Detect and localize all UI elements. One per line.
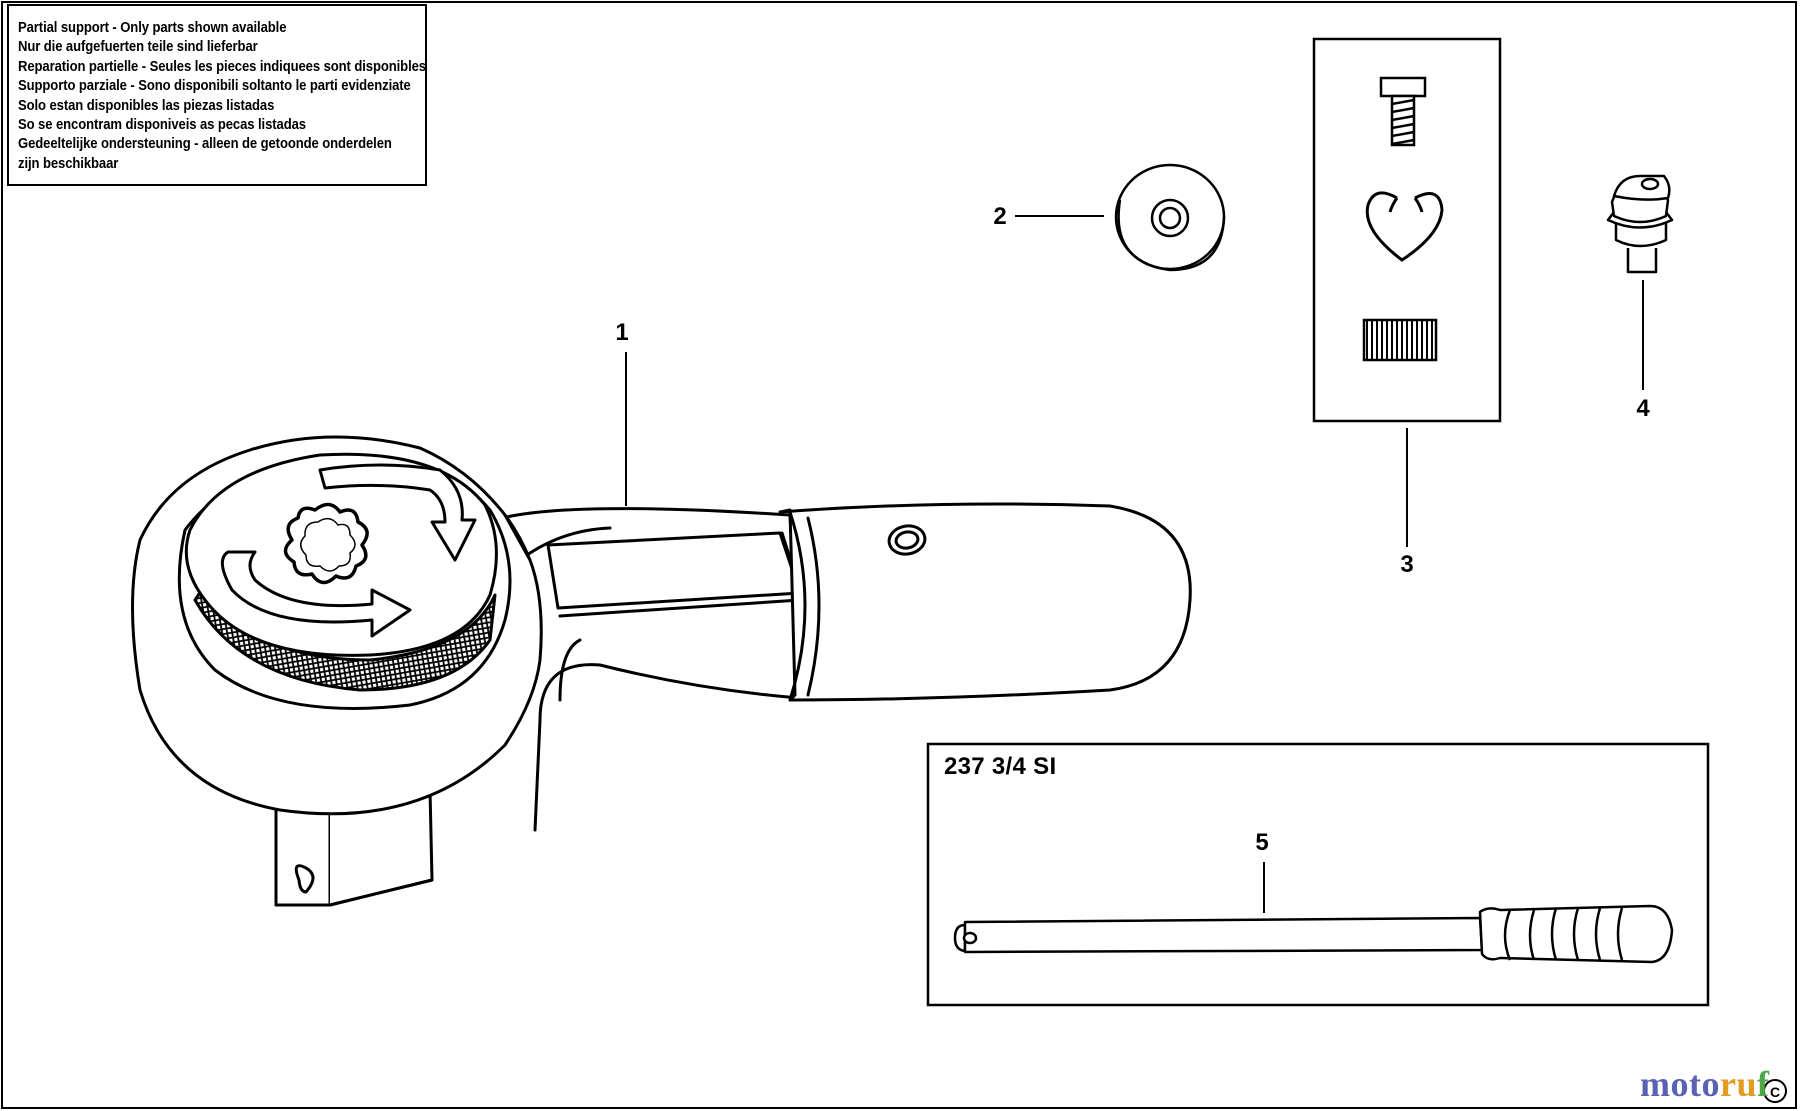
washer-icon [1114,163,1226,272]
accessory-box-title: 237 3/4 SI [944,753,1057,780]
watermark-part: ru [1719,1064,1757,1104]
spring-clip-icon [1365,191,1444,262]
notice-line: So se encontram disponiveis as pecas lis… [18,116,306,134]
notice-line: Partial support - Only parts shown avail… [18,19,287,36]
watermark-part: moto [1640,1064,1720,1104]
callout-4: 4 [1636,395,1650,422]
notice-line: Nur die aufgefuerten teile sind lieferba… [18,38,258,56]
callout-5: 5 [1255,829,1268,856]
drive-square-icon [1606,174,1674,274]
availability-notice: Partial support - Only parts shown avail… [7,4,427,186]
extension-bar-icon [953,904,1674,964]
notice-line: Solo estan disponibles las piezas listad… [18,96,275,114]
accessory-box [926,742,1710,1007]
callout-3: 3 [1400,551,1413,578]
screw-icon [1379,76,1427,147]
notice-line: zijn beschikbaar [18,154,119,172]
watermark-part: f [1756,1064,1770,1104]
copyright-icon: C [1770,1084,1780,1100]
callout-1: 1 [615,319,628,346]
callout-2: 2 [993,203,1006,230]
notice-line: Gedeeltelijke ondersteuning - alleen de … [18,135,392,153]
watermark-logo: motoruf [1640,1063,1769,1105]
notice-line: Reparation partielle - Seules les pieces… [18,57,426,75]
knurled-pin-icon [1362,318,1438,362]
notice-line: Supporto parziale - Sono disponibili sol… [18,77,411,95]
copyright-icon [1763,1079,1787,1103]
ratchet-wrench-icon [131,435,1192,907]
